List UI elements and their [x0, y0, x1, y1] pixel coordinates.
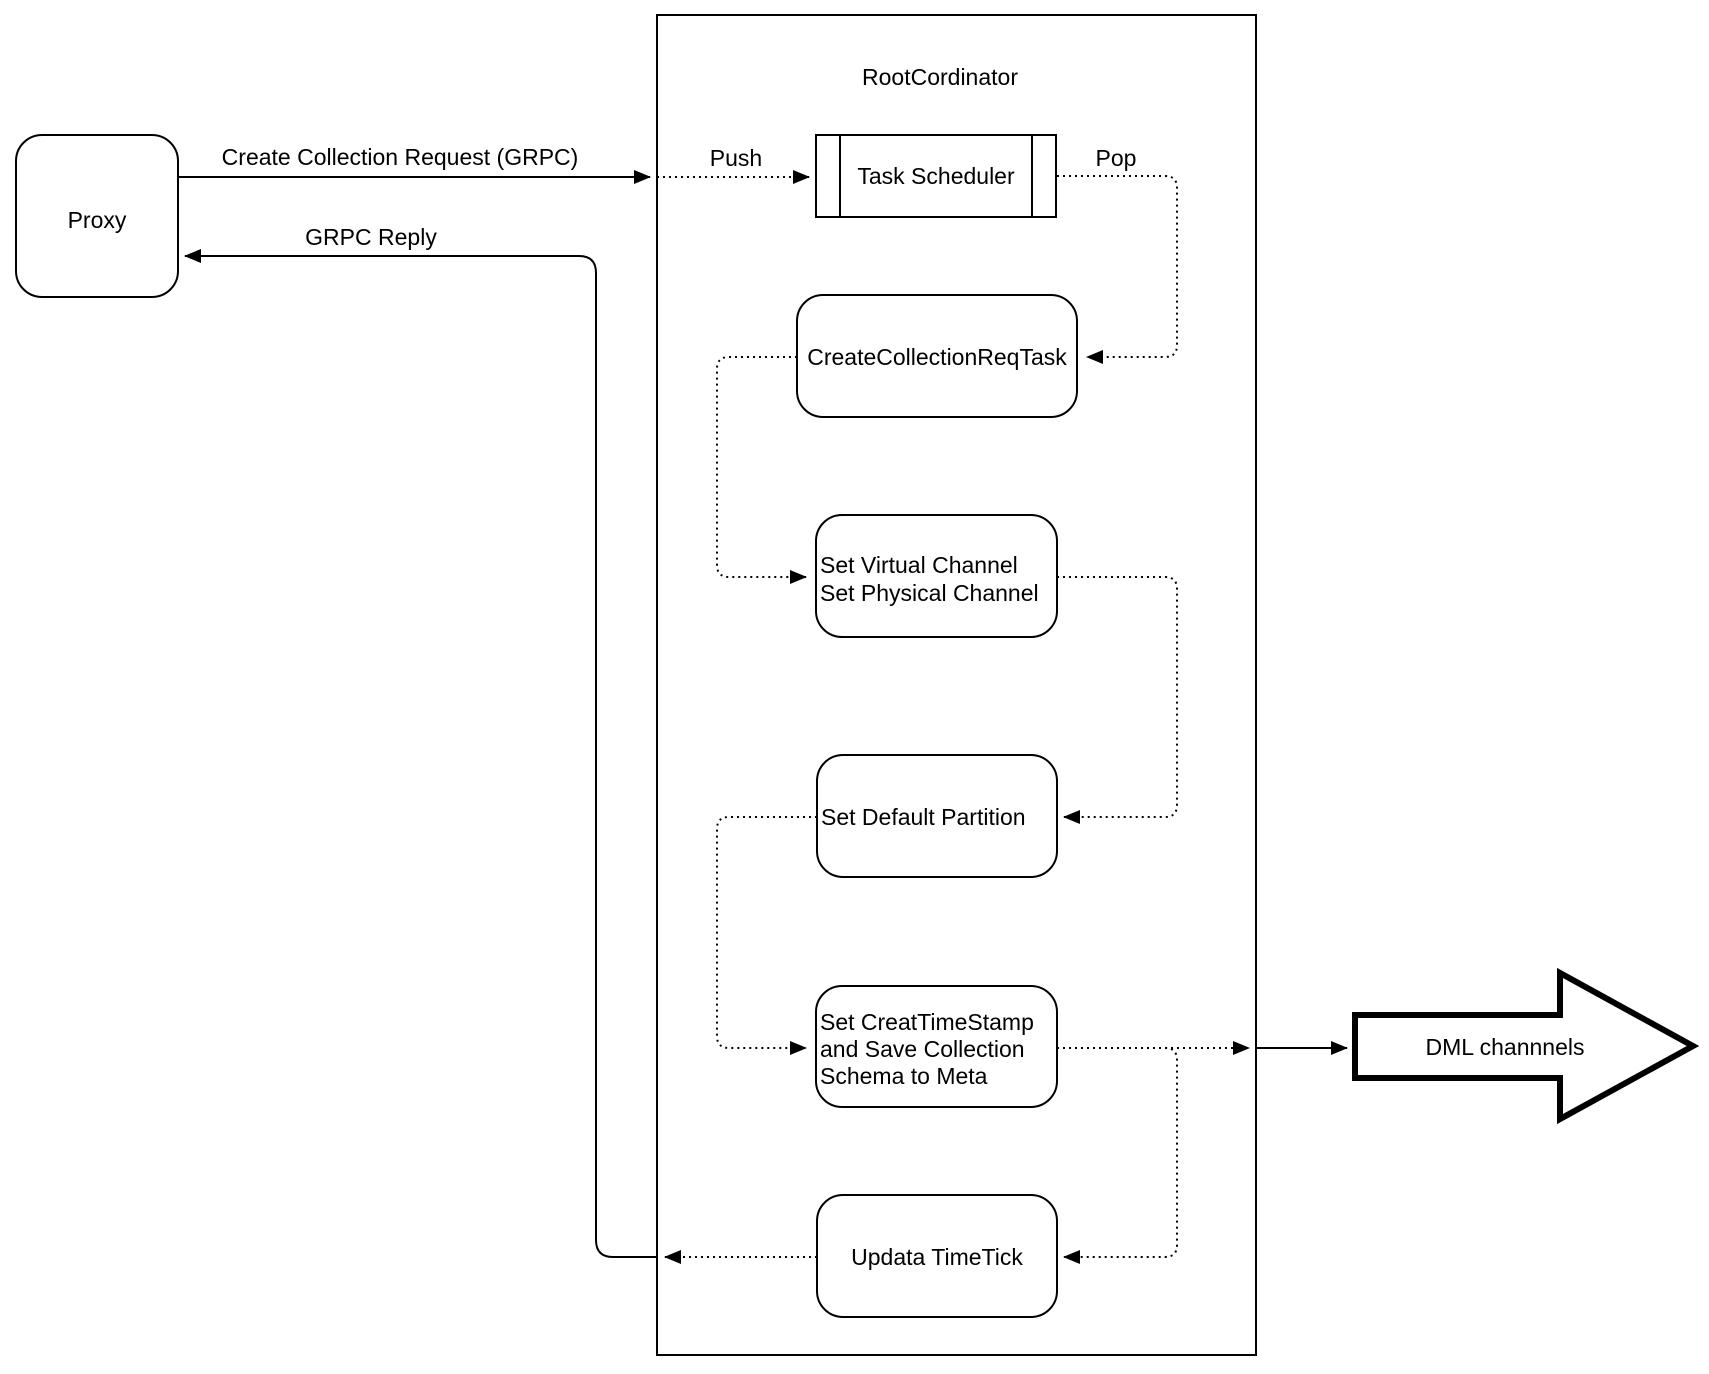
- proxy-label: Proxy: [68, 207, 127, 233]
- task-scheduler-box: [815, 134, 1057, 218]
- edge-push-label: Push: [710, 145, 762, 171]
- set-timestamp-label-line1: Set CreatTimeStamp: [820, 1009, 1034, 1035]
- node-task-scheduler: Task Scheduler: [815, 134, 1057, 218]
- set-timestamp-box: [815, 985, 1058, 1108]
- node-proxy: Proxy: [15, 134, 179, 298]
- node-set-default-partition: Set Default Partition: [816, 754, 1058, 878]
- node-set-channel: Set Virtual Channel Set Physical Channel: [815, 514, 1058, 638]
- node-update-timetick: Updata TimeTick: [816, 1194, 1058, 1318]
- node-dml-channels: DML channnels: [1352, 967, 1700, 1125]
- edge-grpc-reply-label: GRPC Reply: [305, 224, 437, 250]
- rootcoordinator-title: RootCordinator: [862, 64, 1018, 90]
- edge-timestamp-to-timetick: [1063, 1047, 1178, 1264]
- node-set-timestamp: Set CreatTimeStamp and Save Collection S…: [815, 985, 1058, 1108]
- edge-pop-label: Pop: [1096, 145, 1137, 171]
- edge-setchannel-to-partition: [1057, 576, 1178, 824]
- edge-pop: [1057, 175, 1178, 364]
- rootcoordinator-box: [656, 14, 1257, 1356]
- set-timestamp-label-line2: and Save Collection: [820, 1036, 1025, 1062]
- dml-arrow-shape: [1352, 967, 1700, 1125]
- edge-partition-to-timestamp: [716, 816, 817, 1055]
- edge-create-collection-request-label: Create Collection Request (GRPC): [222, 144, 579, 170]
- update-timetick-label: Updata TimeTick: [851, 1244, 1023, 1270]
- task-scheduler-label: Task Scheduler: [857, 163, 1015, 189]
- set-channel-label-line2: Set Physical Channel: [820, 580, 1039, 606]
- set-default-partition-label: Set Default Partition: [821, 804, 1026, 830]
- rootcoordinator-container: RootCordinator: [656, 14, 1257, 1356]
- dml-channels-label: DML channnels: [1426, 1034, 1585, 1060]
- set-timestamp-label-line3: Schema to Meta: [820, 1063, 988, 1089]
- proxy-box: [15, 134, 179, 298]
- set-channel-label-line1: Set Virtual Channel: [820, 552, 1018, 578]
- node-create-collection-req-task: CreateCollectionReqTask: [796, 294, 1078, 418]
- edge-grpc-reply: [184, 249, 657, 1258]
- create-collection-req-task-label: CreateCollectionReqTask: [807, 344, 1067, 370]
- edge-reqtask-to-setchannel: [716, 356, 807, 584]
